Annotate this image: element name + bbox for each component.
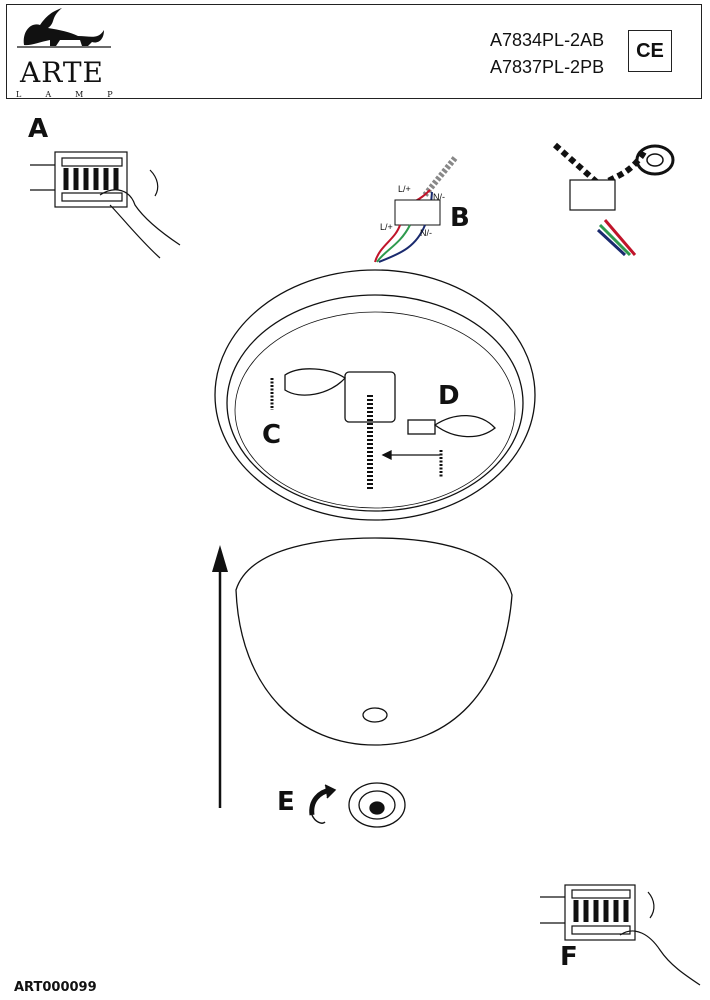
finial-nut <box>348 782 406 828</box>
document-code: ART000099 <box>14 980 97 995</box>
terminal-block-a <box>30 151 181 259</box>
up-arrow-icon <box>212 545 228 808</box>
step-label-d: D <box>438 381 460 411</box>
model-number-1: A7834PL-2AB <box>490 30 605 50</box>
wire-label-live-top: L/+ <box>398 184 411 194</box>
wire-label-neutral-top: N/- <box>433 192 445 202</box>
brand-logo-subtext: LAMP <box>16 90 137 99</box>
step-label-c: C <box>262 420 282 450</box>
connector-b-diagram <box>374 156 458 263</box>
rotate-arrow-icon <box>309 784 337 824</box>
ce-mark: CE <box>628 30 672 72</box>
header-frame <box>6 4 702 99</box>
terminal-block-f <box>540 884 701 986</box>
step-label-f: F <box>560 942 578 972</box>
step-label-b: B <box>450 203 470 233</box>
glass-shade <box>235 537 513 746</box>
brand-logo-text: ARTE <box>20 56 104 89</box>
wire-label-neutral-bottom: N/- <box>420 228 432 238</box>
ceiling-base-plate <box>214 269 536 521</box>
lion-logo-icon <box>17 8 111 48</box>
wire-label-live-bottom: L/+ <box>380 222 393 232</box>
step-label-a: A <box>28 114 49 144</box>
model-number-2: A7837PL-2PB <box>490 57 605 77</box>
step-label-e: E <box>277 787 295 817</box>
connector-photo-illustration <box>553 142 675 257</box>
